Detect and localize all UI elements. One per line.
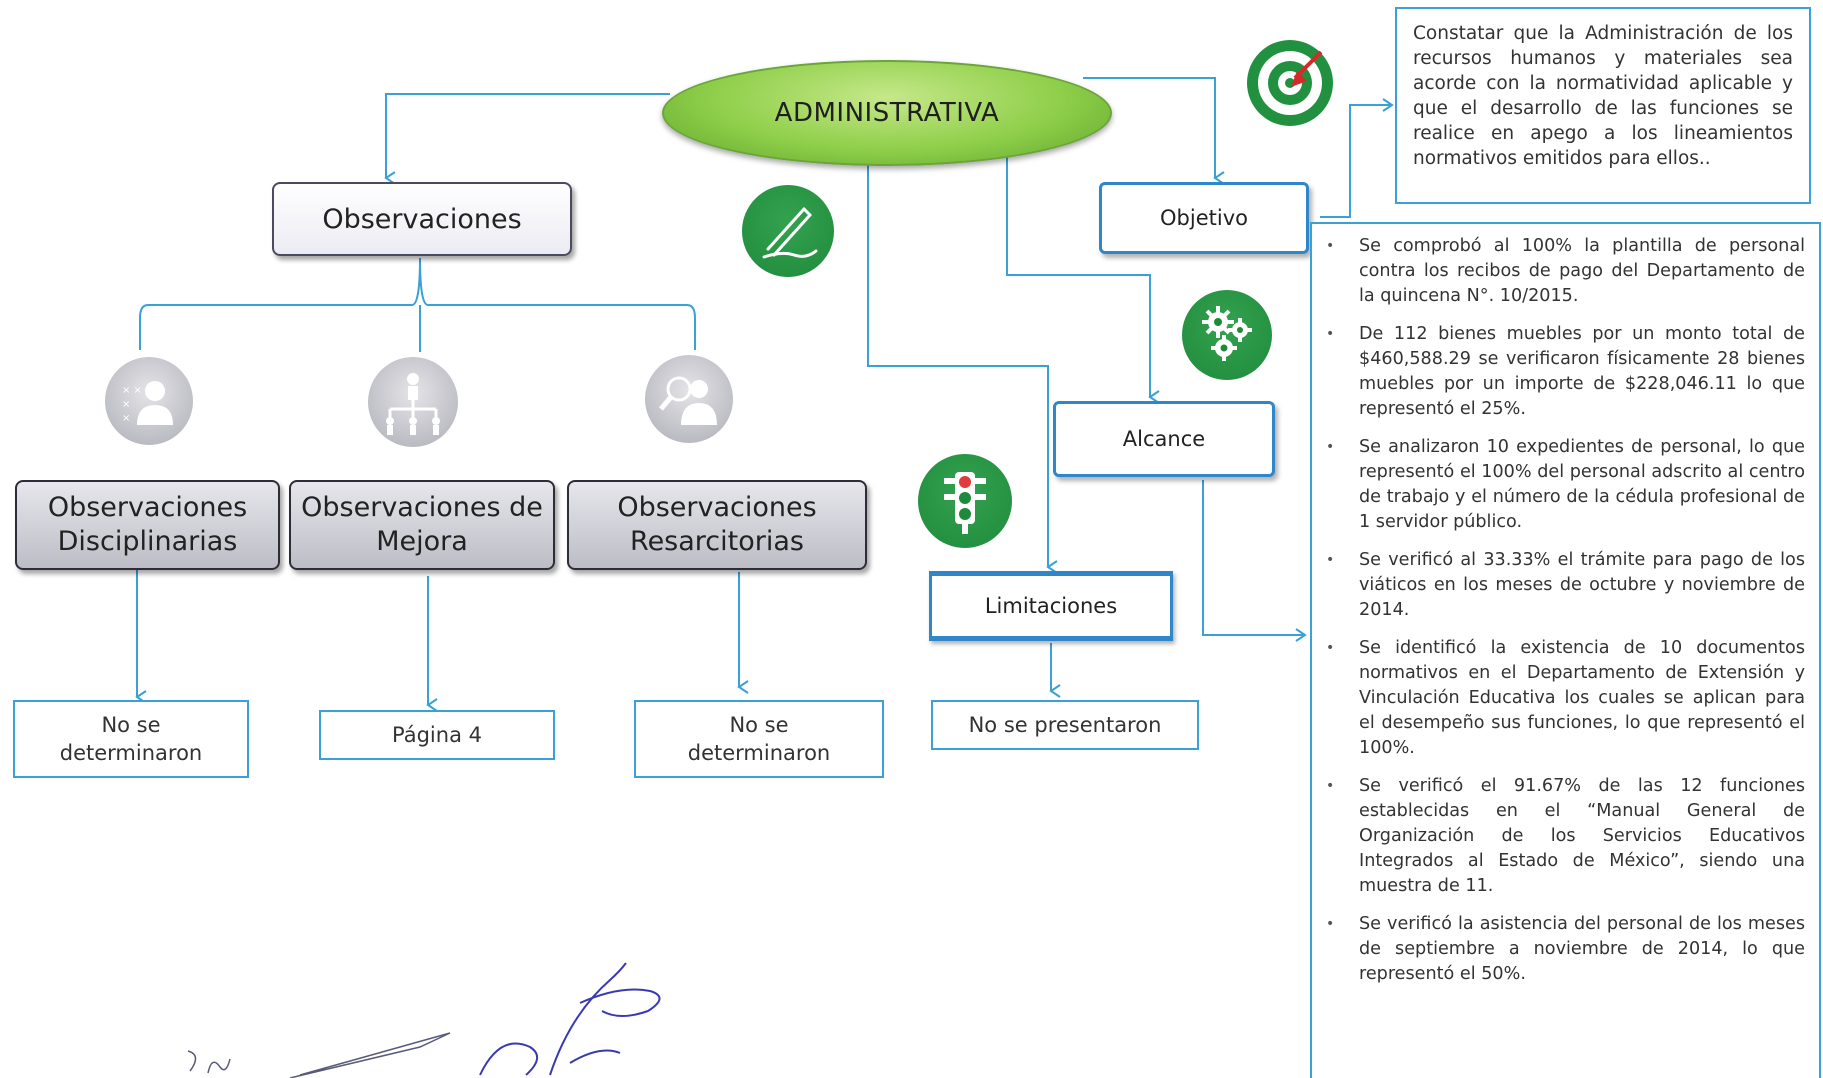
objetivo-label: Objetivo xyxy=(1160,206,1248,230)
resarcitorias-result-text: No se determinaron xyxy=(687,713,831,765)
pen-writing-icon xyxy=(742,185,834,277)
center-node-label: ADMINISTRATIVA xyxy=(774,98,1000,128)
objetivo-description-text: Constatar que la Administración de los r… xyxy=(1413,23,1793,169)
target-icon xyxy=(1245,35,1335,131)
gears-icon xyxy=(1182,290,1272,380)
objetivo-node: Objetivo xyxy=(1099,182,1309,254)
alcance-description: Se comprobó al 100% la plantilla de pers… xyxy=(1310,222,1821,1078)
limitaciones-node: Limitaciones xyxy=(929,571,1173,641)
alcance-item: Se identificó la existencia de 10 docume… xyxy=(1324,636,1805,761)
observaciones-mejora-node: Observaciones de Mejora xyxy=(289,480,555,570)
handwritten-signature xyxy=(187,962,661,1078)
observaciones-mejora-label: Observaciones de Mejora xyxy=(301,492,543,557)
svg-text:×: × xyxy=(122,413,130,424)
svg-text:×: × xyxy=(122,399,130,410)
alcance-item: Se analizaron 10 expedientes de personal… xyxy=(1324,435,1805,535)
limitaciones-result-text: No se presentaron xyxy=(968,713,1162,737)
magnifier-person-icon xyxy=(645,355,733,443)
observaciones-node: Observaciones xyxy=(272,182,572,256)
disciplinarias-result: No se determinaron xyxy=(13,700,249,778)
observaciones-resarcitorias-label: Observaciones Resarcitorias xyxy=(617,492,817,557)
disciplinarias-result-text: No se determinaron xyxy=(59,713,203,765)
alcance-item: Se verificó el 91.67% de las 12 funcione… xyxy=(1324,774,1805,899)
mejora-result-text: Página 4 xyxy=(392,723,482,747)
alcance-item: Se verificó la asistencia del personal d… xyxy=(1324,912,1805,987)
org-chart-icon xyxy=(368,357,458,447)
objetivo-description: Constatar que la Administración de los r… xyxy=(1395,7,1811,204)
alcance-item: De 112 bienes muebles por un monto total… xyxy=(1324,322,1805,422)
observaciones-disciplinarias-label: Observaciones Disciplinarias xyxy=(47,492,248,557)
observaciones-resarcitorias-node: Observaciones Resarcitorias xyxy=(567,480,867,570)
center-node: ADMINISTRATIVA xyxy=(662,60,1112,166)
alcance-item: Se comprobó al 100% la plantilla de pers… xyxy=(1324,234,1805,309)
person-list-icon: × × × × xyxy=(105,357,193,445)
resarcitorias-result: No se determinaron xyxy=(634,700,884,778)
traffic-light-icon xyxy=(918,454,1012,548)
limitaciones-label: Limitaciones xyxy=(984,594,1118,618)
alcance-item: Se verificó al 33.33% el trámite para pa… xyxy=(1324,548,1805,623)
svg-text:× ×: × × xyxy=(122,385,142,396)
alcance-list: Se comprobó al 100% la plantilla de pers… xyxy=(1324,234,1805,987)
limitaciones-result: No se presentaron xyxy=(931,700,1199,750)
alcance-label: Alcance xyxy=(1122,427,1206,451)
observaciones-disciplinarias-node: Observaciones Disciplinarias xyxy=(15,480,280,570)
observaciones-label: Observaciones xyxy=(322,203,522,235)
alcance-node: Alcance xyxy=(1053,401,1275,477)
mejora-result: Página 4 xyxy=(319,710,555,760)
